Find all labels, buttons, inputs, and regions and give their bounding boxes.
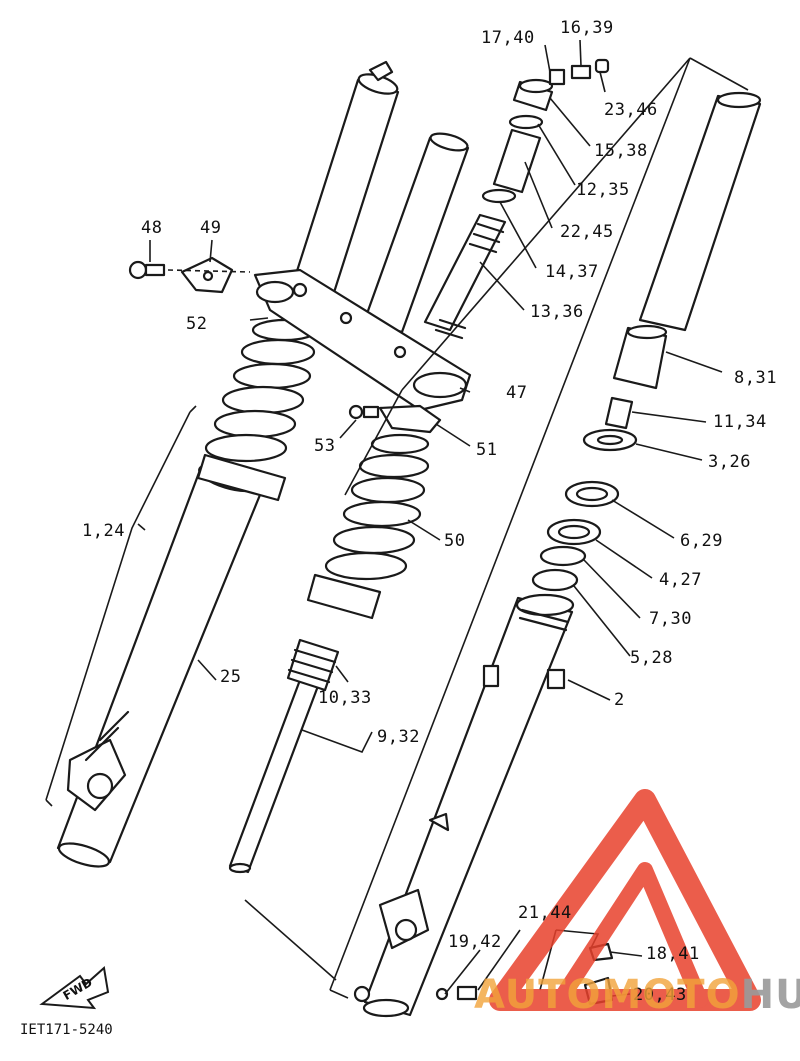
fwd-arrow [39,966,110,1010]
left-upper-fork-tube [280,60,400,332]
label-12-35: 12,35 [576,180,630,200]
damper-rod [228,638,340,874]
slide-metal-11 [604,396,634,430]
label-17-40: 17,40 [481,28,535,48]
label-48: 48 [141,218,163,238]
under-bracket [253,268,472,412]
label-5-28: 5,28 [630,648,673,668]
bracket-49 [180,256,234,294]
label-6-29: 6,29 [680,531,723,551]
label-4-27: 4,27 [659,570,702,590]
right-upper-fork-tube [638,91,762,332]
label-10-33: 10,33 [318,688,372,708]
adjuster-16 [570,64,592,80]
label-8-31: 8,31 [734,368,777,388]
oil-seal-6 [564,480,620,508]
bolt-53 [348,404,380,420]
label-25: 25 [220,667,242,687]
bolt-19 [435,985,478,1001]
label-21-44: 21,44 [518,903,572,923]
watermark-text: AUTOMOTOHUB [474,972,800,1018]
label-20-43: 20,43 [633,985,687,1005]
dust-seal-5 [531,568,579,592]
watermark-part2: HUB [740,972,800,1018]
fork-spring [423,213,507,340]
washer-3 [582,428,638,452]
label-19-42: 19,42 [448,932,502,952]
washer-14 [481,188,517,204]
label-11-34: 11,34 [713,412,767,432]
label-51: 51 [476,440,498,460]
label-9-32: 9,32 [377,727,420,747]
label-52: 52 [186,314,208,334]
label-23-46: 23,46 [604,100,658,120]
o-ring-12 [508,114,544,130]
label-16-39: 16,39 [560,18,614,38]
left-fork-boot [196,318,319,502]
label-47: 47 [506,383,528,403]
cap-bolt [512,78,554,112]
label-53: 53 [314,436,336,456]
clip-7 [539,545,587,567]
label-2: 2 [614,690,625,710]
spacer-22 [492,128,542,194]
clip-51 [378,404,442,434]
guide-bushing [612,324,668,390]
drawing-code: IET171-5240 [20,1022,113,1038]
right-fork-boot [306,433,430,620]
label-50: 50 [444,531,466,551]
label-18-41: 18,41 [646,944,700,964]
label-22-45: 22,45 [560,222,614,242]
small-nut-17 [548,68,566,86]
bolt-48 [128,260,166,280]
watermark-part1: AUTOMOTO [474,972,741,1018]
seal-4 [546,518,602,546]
cap-23 [594,58,610,74]
label-13-36: 13,36 [530,302,584,322]
label-15-38: 15,38 [594,141,648,161]
right-lower-fork-leg [353,593,575,1018]
label-49: 49 [200,218,222,238]
label-3-26: 3,26 [708,452,751,472]
automotohub-logo [489,789,761,1011]
label-14-37: 14,37 [545,262,599,282]
label-7-30: 7,30 [649,609,692,629]
label-1-24: 1,24 [82,521,125,541]
